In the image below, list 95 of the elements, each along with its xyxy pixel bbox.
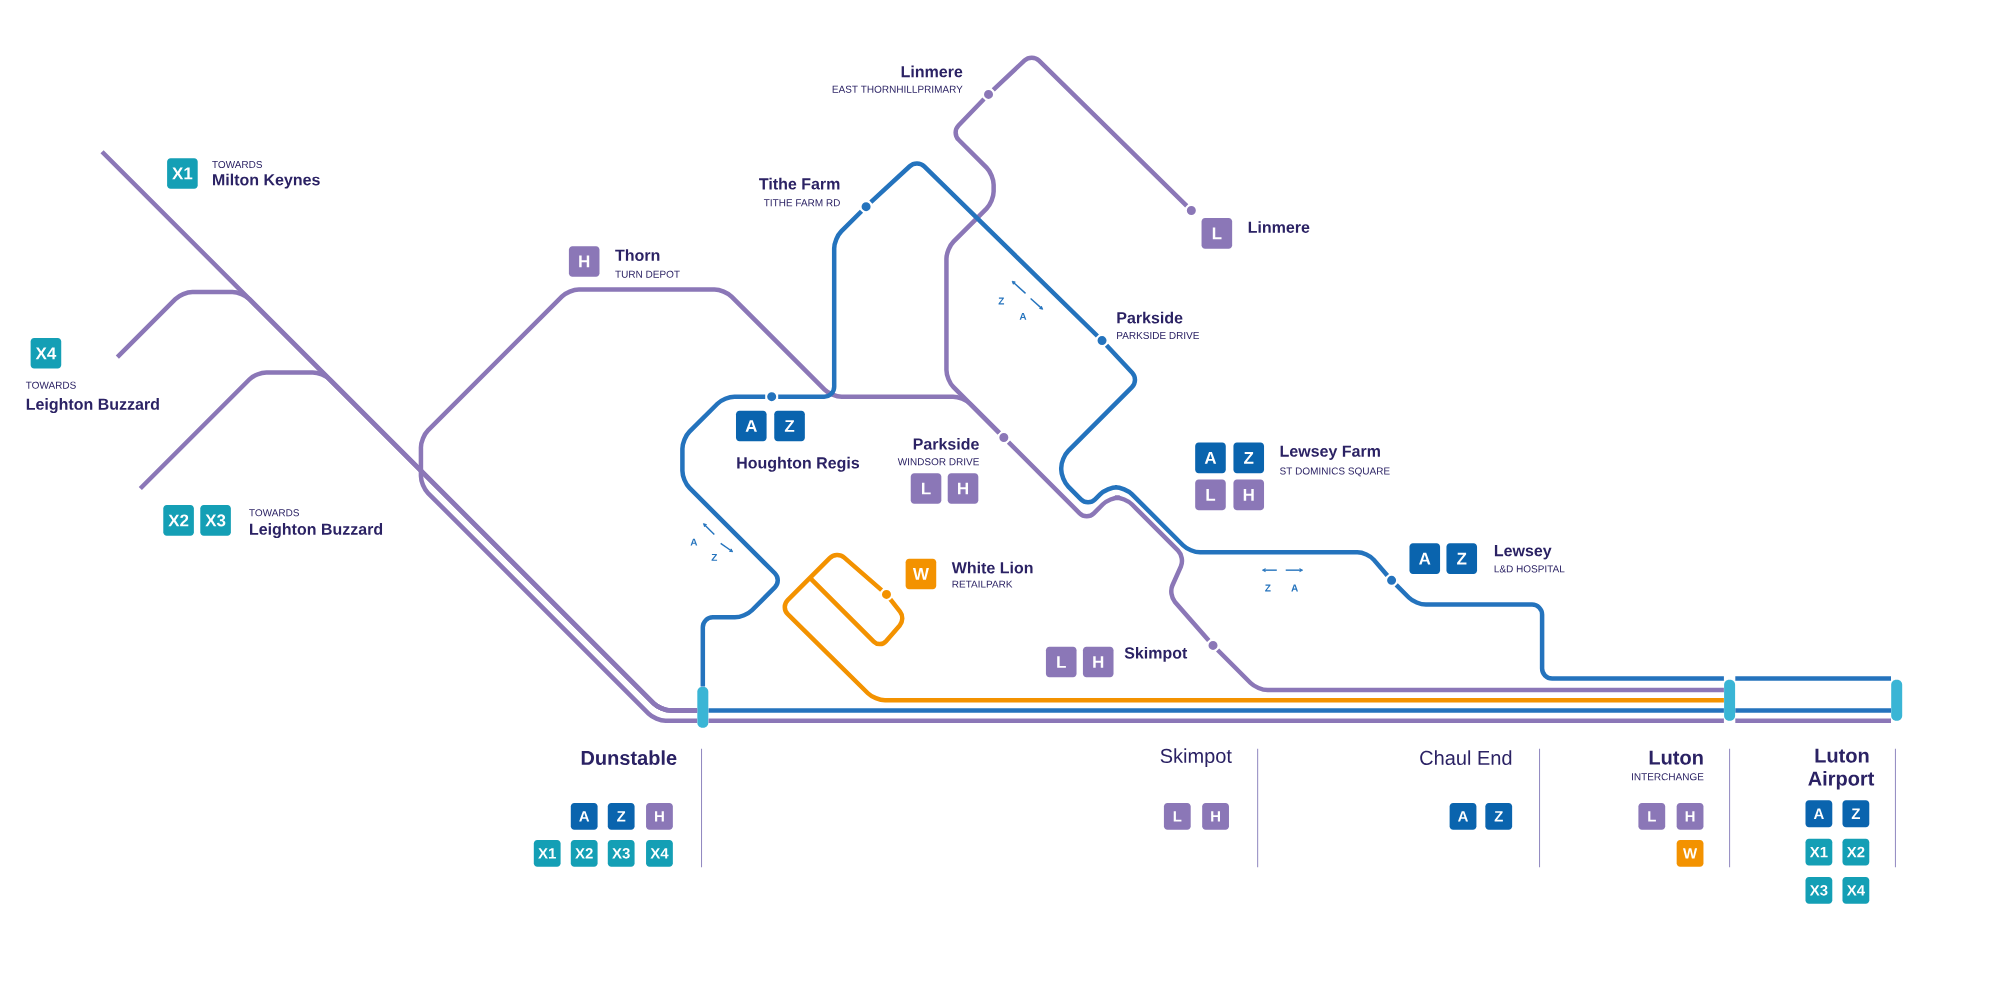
stop-detail: TOWARDS	[212, 161, 263, 169]
direction-letter: A	[1291, 584, 1298, 592]
route-badge: L	[1638, 802, 1666, 830]
route-line	[1735, 708, 1891, 713]
direction-letter: Z	[711, 553, 718, 561]
route-badge: X4	[1842, 876, 1870, 904]
station-name: Parkside	[1117, 311, 1183, 324]
stop-detail: ST DOMINICS SQUARE	[1280, 467, 1390, 477]
route-badge: X4	[30, 338, 62, 369]
route-badge: L	[1201, 218, 1233, 249]
route-line	[708, 708, 1724, 713]
route-badge: X2	[1842, 838, 1870, 866]
stop-detail: TOWARDS	[249, 509, 300, 517]
route-badge: A	[1805, 800, 1833, 828]
station-name: Linmere	[1248, 221, 1310, 233]
station-name: White Lion	[951, 561, 1033, 574]
stop-detail: L&D HOSPITAL	[1494, 565, 1565, 573]
interchange-marker	[1724, 679, 1736, 721]
station-name: Chaul End	[1420, 750, 1512, 765]
stop-detail: TITHE FARM RD	[763, 199, 840, 207]
route-badge: Z	[774, 410, 805, 442]
stop-detail: TURN DEPOT	[615, 270, 680, 278]
route-badge: X1	[167, 158, 198, 189]
station-name: Linmere	[901, 65, 963, 78]
route-badge: H	[947, 473, 979, 504]
route-badge: H	[568, 246, 600, 277]
stop-detail: RETAILPARK	[952, 580, 1013, 588]
direction-letter: Z	[998, 297, 1005, 305]
route-line	[1006, 440, 1211, 642]
station-name: Skimpot	[1124, 646, 1188, 662]
route-line	[138, 370, 698, 713]
route-badge: L	[1163, 802, 1191, 830]
route-line	[944, 97, 1001, 435]
route-badge: H	[646, 802, 673, 830]
route-badge: A	[570, 802, 598, 830]
interchange-marker	[1891, 679, 1903, 721]
route-badge: A	[736, 410, 767, 442]
station-name: Skimpot	[1160, 748, 1232, 767]
route-line	[1394, 583, 1724, 681]
route-badge: W	[1676, 839, 1704, 867]
station-name: Lewsey	[1494, 545, 1552, 560]
station-name: Leighton Buzzard	[26, 398, 159, 414]
route-badge: A	[1195, 442, 1226, 474]
route-badge: X2	[570, 839, 598, 867]
route-line	[708, 718, 1724, 723]
route-line	[1216, 648, 1724, 693]
direction-letter: A	[690, 538, 698, 546]
route-badge: X3	[200, 505, 231, 536]
route-badge: L	[1045, 646, 1077, 678]
stop-detail: WINDSOR DRIVE	[897, 458, 979, 466]
route-badge: X1	[533, 839, 561, 867]
station-name: Parkside	[913, 438, 979, 450]
route-badge: Z	[1842, 800, 1870, 828]
route-badge: H	[1082, 646, 1114, 678]
route-badge: L	[910, 473, 942, 504]
route-line	[991, 55, 1189, 208]
station-name: Dunstable	[581, 750, 677, 765]
station-name: Tithe Farm	[759, 177, 840, 190]
route-badge: X4	[646, 839, 673, 867]
route-line	[783, 553, 1724, 703]
route-badge: X3	[1805, 876, 1833, 904]
route-line	[869, 161, 1099, 338]
route-badge: X1	[1805, 838, 1833, 866]
route-badge: H	[1233, 479, 1265, 511]
interchange-marker	[697, 686, 709, 728]
stop-detail: TOWARDS	[25, 381, 76, 389]
station-name: Thorn	[615, 249, 660, 261]
route-line	[1059, 343, 1390, 577]
station-name: Milton Keynes	[213, 173, 320, 189]
route-badge: X3	[607, 839, 635, 867]
route-badge: A	[1409, 543, 1441, 574]
station-name: Houghton Regis	[737, 456, 860, 472]
station-name: Leighton Buzzard	[250, 523, 383, 539]
route-line	[680, 394, 780, 687]
stop-detail: EAST THORNHILLPRIMARY	[832, 85, 963, 93]
station-name: Lewsey Farm	[1280, 445, 1380, 460]
route-badge: Z	[1233, 442, 1265, 474]
direction-letter: A	[1019, 312, 1027, 320]
route-badge: A	[1449, 802, 1477, 830]
route-badge: Z	[607, 802, 635, 830]
route-line	[1735, 718, 1891, 723]
stop-detail: INTERCHANGE	[1632, 773, 1704, 781]
route-badge: H	[1202, 802, 1229, 830]
direction-letter: Z	[1265, 584, 1271, 592]
station-name: Luton	[1649, 750, 1703, 765]
route-badge: H	[1676, 802, 1704, 830]
route-line	[1735, 676, 1891, 681]
route-badge: Z	[1485, 802, 1513, 830]
stop-detail: PARKSIDE DRIVE	[1117, 331, 1199, 339]
route-badge: W	[905, 558, 937, 590]
station-name: Luton Airport	[1808, 748, 1875, 790]
route-badge: Z	[1446, 543, 1478, 574]
route-badge: X2	[163, 505, 194, 536]
route-line	[778, 209, 864, 399]
route-badge: L	[1195, 479, 1226, 511]
